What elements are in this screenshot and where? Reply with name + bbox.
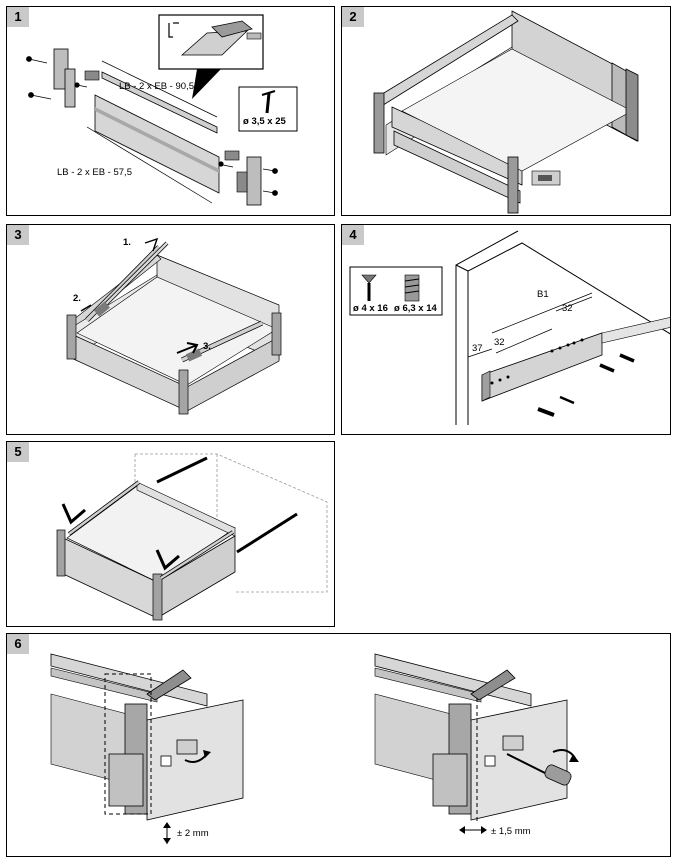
panel-6-illustration: ± 2 mm ± 1,5 mm (50, 653, 579, 844)
step-label-1: 1. (123, 237, 131, 248)
panel-5: 5 (6, 441, 335, 627)
connector-left (84, 70, 100, 81)
screw-6-3x14-icon (404, 274, 420, 302)
panel-2-illustration (373, 10, 639, 214)
screw-icon (537, 353, 635, 417)
callout-pointer (192, 69, 221, 99)
panel-1: 1 LB - 2 x EB - 90,5 LB - 2 x EB - 57,5 (6, 6, 335, 216)
height-adjust-detail (50, 653, 244, 844)
arrow-icon (80, 304, 92, 312)
front-post-right (507, 156, 519, 214)
insert-arrow-icon (61, 503, 86, 525)
dim-32b-label: 32 (494, 337, 505, 348)
panel-1-illustration: LB - 2 x EB - 90,5 LB - 2 x EB - 57,5 ø … (26, 14, 298, 206)
step-number-1: 1 (7, 7, 29, 27)
step-label-2: 2. (73, 293, 81, 304)
panel-3: 3 1. 2. 3. (6, 224, 335, 435)
screw-3-5x25-icon (261, 90, 276, 114)
panel-5-illustration (56, 453, 328, 621)
panel-front (94, 94, 220, 194)
screw-icon (218, 161, 278, 196)
step-label-3: 3. (203, 341, 211, 352)
panel-4: 4 ø 4 x 16 ø 6,3 x 14 B1 32 (341, 224, 671, 435)
bracket-detail (180, 30, 249, 56)
front-post-left (373, 92, 385, 154)
screw-4x16-label: ø 4 x 16 (353, 303, 388, 314)
dim-32a-label: 32 (562, 303, 573, 314)
cabinet-outline (134, 453, 328, 602)
dim-line-bottom (86, 126, 213, 204)
dim-line-top (101, 60, 218, 118)
step-number-6: 6 (7, 634, 29, 654)
dim-37-label: 37 (472, 343, 483, 354)
arrow-icon (176, 342, 199, 354)
arrow-icon (144, 237, 159, 252)
panel-4-illustration: ø 4 x 16 ø 6,3 x 14 B1 32 32 37 (349, 230, 670, 425)
step-number-3: 3 (7, 225, 29, 245)
step-number-2: 2 (342, 7, 364, 27)
adjust-right-label: ± 1,5 mm (491, 826, 531, 837)
runner-right (236, 512, 298, 554)
panel-6: 6 ± 2 mm (6, 633, 671, 857)
bracket-right (246, 156, 262, 206)
step-number-5: 5 (7, 442, 29, 462)
rail-top (101, 71, 218, 134)
dim-top-label: LB - 2 x EB - 90,5 (119, 81, 194, 92)
screw-icon (26, 56, 88, 100)
screwdriver-shaft (506, 753, 548, 775)
panel-2: 2 (341, 6, 671, 216)
adjust-left-label: ± 2 mm (177, 828, 209, 839)
runner-left (156, 456, 208, 484)
insert-arrow-icon (155, 549, 180, 571)
panel-3-illustration: 1. 2. 3. (66, 237, 282, 415)
dim-b1-label: B1 (537, 289, 549, 300)
screw-spec-label: ø 3,5 x 25 (243, 116, 286, 127)
dim-bottom-label: LB - 2 x EB - 57,5 (57, 167, 132, 178)
screw-4x16-icon (361, 274, 377, 301)
connector-right (224, 150, 240, 161)
step-number-4: 4 (342, 225, 364, 245)
adjust-outline (104, 673, 152, 815)
screw-6-3x14-label: ø 6,3 x 14 (394, 303, 437, 314)
side-adjust-detail (374, 653, 579, 834)
screwdriver-icon (544, 764, 572, 786)
